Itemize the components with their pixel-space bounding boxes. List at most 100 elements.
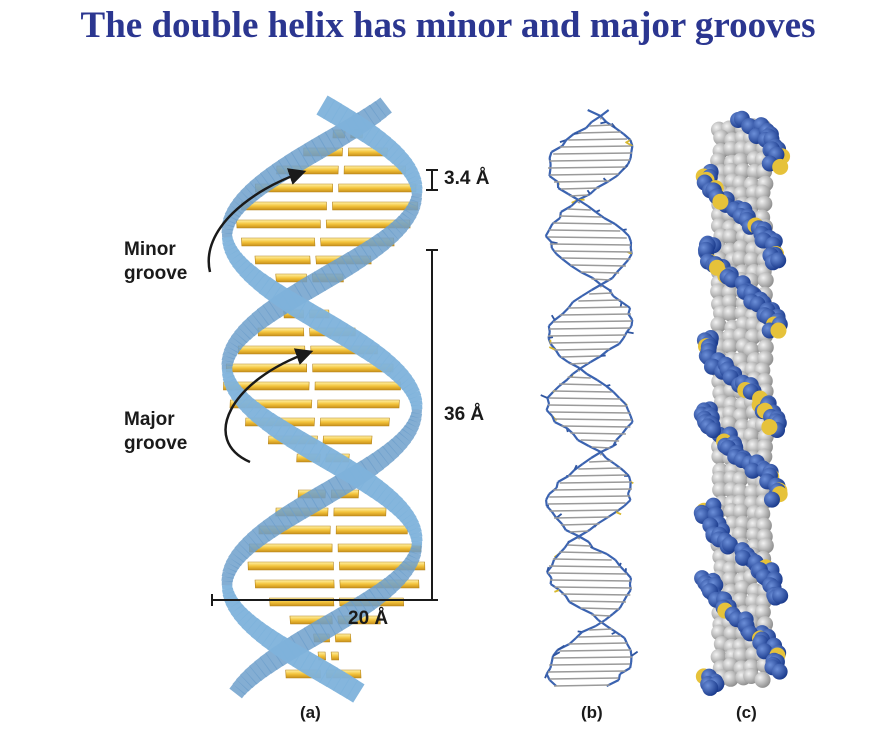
backbone-stick — [552, 560, 554, 566]
ribbon-segment — [263, 313, 269, 318]
backbone-atom — [772, 664, 788, 680]
ribbon-segment — [230, 565, 232, 570]
base-rung — [600, 454, 602, 455]
ribbon-segment — [256, 185, 262, 190]
base-pair-block — [258, 328, 304, 336]
ribbon-segment — [318, 669, 326, 674]
ribbon-segment — [398, 373, 402, 378]
backbone-stick — [566, 134, 573, 140]
backbone-stick — [571, 266, 580, 272]
ribbon-segment — [268, 421, 274, 426]
backbone-stick — [619, 674, 620, 680]
side-stick — [612, 632, 616, 634]
ribbon-segment — [274, 521, 281, 526]
ribbon-segment — [366, 249, 373, 254]
ribbon-segment — [374, 137, 380, 142]
ribbon-segment — [414, 529, 416, 534]
base-rung — [581, 440, 619, 441]
ribbon-segment — [373, 353, 379, 358]
ribbon-segment — [234, 389, 237, 394]
side-stick — [541, 395, 548, 398]
backbone-stick — [551, 578, 552, 584]
ribbon-segment — [352, 689, 359, 694]
base-rung — [568, 209, 591, 210]
base-pair-block — [315, 382, 401, 390]
pitch-label: 36 Å — [444, 404, 484, 426]
minor-groove-label: Minor groove — [124, 238, 187, 286]
ribbon-segment — [306, 501, 314, 506]
base-pair-block — [331, 652, 339, 660]
minor-groove-label-line1: Minor — [124, 238, 187, 262]
ribbon-segment — [246, 677, 251, 682]
backbone-stick — [582, 290, 592, 296]
ribbon-segment — [404, 513, 408, 518]
backbone-stick — [559, 380, 566, 386]
backbone-stick — [582, 626, 596, 632]
ribbon-segment — [342, 333, 349, 338]
ribbon-segment — [245, 269, 250, 274]
backbone-atom — [770, 323, 786, 339]
ribbon-segment — [388, 449, 393, 454]
ribbon-segment — [309, 633, 317, 638]
ribbon-segment — [287, 513, 294, 518]
ribbon-segment — [407, 517, 410, 522]
ribbon-segment — [389, 149, 394, 154]
ribbon-segment — [310, 149, 318, 154]
base-rung — [554, 587, 632, 588]
ribbon-segment — [359, 477, 366, 482]
base-rung — [559, 384, 601, 385]
ribbon-segment — [380, 105, 386, 110]
ribbon-segment — [395, 577, 400, 582]
ribbon-segment — [232, 385, 235, 390]
base-pair-block — [241, 202, 326, 210]
backbone-stick — [619, 338, 623, 344]
ribbon-segment — [244, 545, 249, 550]
base-rung — [561, 188, 599, 189]
backbone-atom — [770, 252, 786, 268]
ribbon-segment — [292, 437, 299, 442]
ribbon-segment — [277, 169, 284, 174]
ribbon-segment — [346, 261, 353, 266]
ribbon-segment — [397, 441, 401, 446]
ribbon-segment — [408, 213, 411, 218]
base-rung — [578, 132, 620, 133]
base-rung — [568, 307, 627, 308]
base-rung — [561, 524, 599, 525]
ribbon-segment — [291, 653, 298, 658]
ribbon-segment — [312, 449, 320, 454]
backbone-stick — [616, 632, 625, 638]
ribbon-segment — [260, 665, 266, 670]
ribbon-segment — [271, 657, 278, 662]
ribbon-segment — [303, 153, 311, 158]
ribbon-segment — [385, 145, 391, 150]
backbone-stick — [620, 566, 626, 572]
backbone-stick — [623, 230, 629, 236]
ribbon-segment — [308, 313, 316, 318]
base-rung — [600, 622, 602, 623]
backbone-stick — [631, 146, 632, 152]
base-atom — [758, 538, 774, 554]
ribbon-segment — [379, 357, 385, 362]
ribbon-segment — [227, 361, 228, 366]
ribbon-segment — [233, 253, 236, 258]
ribbon-segment — [355, 125, 362, 130]
base-rung — [553, 153, 632, 154]
base-rung — [549, 160, 630, 161]
pitch-bracket — [426, 250, 438, 600]
ribbon-segment — [259, 281, 265, 286]
base-rung — [560, 482, 631, 483]
base-rung — [548, 335, 626, 336]
ribbon-segment — [230, 381, 232, 386]
ribbon-segment — [232, 561, 235, 566]
backbone-stick — [607, 554, 616, 560]
backbone-atom — [761, 419, 777, 435]
ribbon-segment — [330, 621, 338, 626]
base-rung — [578, 202, 580, 203]
ribbon-segment — [229, 245, 231, 250]
ribbon-segment — [405, 433, 409, 438]
ribbon-segment — [368, 133, 375, 138]
side-stick — [616, 512, 621, 514]
base-rung — [561, 426, 630, 427]
ribbon-segment — [266, 177, 272, 182]
ribbon-segment — [247, 621, 252, 626]
